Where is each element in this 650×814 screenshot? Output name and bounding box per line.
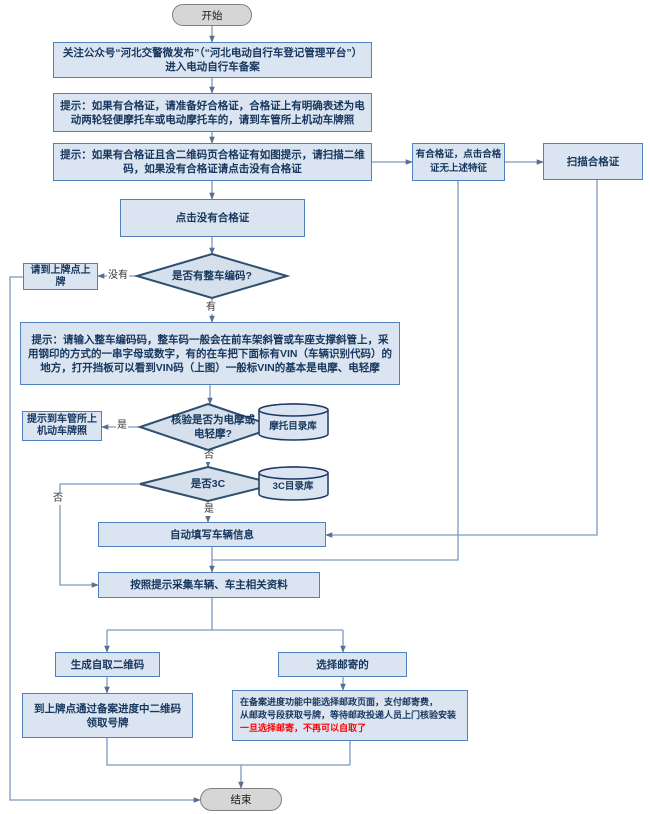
step-collect-info: 按照提示采集车辆、车主相关资料 [98, 572, 320, 598]
step-tip-certificate: 提示：如果有合格证，请准备好合格证，合格证上有明确表述为电动两轮轻便摩托车或电动… [53, 93, 372, 132]
database-motorcycle-catalog-label: 摩托目录库 [269, 421, 317, 432]
start-terminal: 开始 [172, 4, 252, 26]
step-tip-motor-plate: 提示到车管所上机动车牌照 [22, 411, 102, 441]
decision-has-vehicle-code-label: 是否有整车编码? [172, 270, 252, 282]
step-tip-qrcode: 提示：如果有合格证且含二维码页合格证有如图提示，请扫描二维码，如果没有合格证请点… [53, 143, 372, 181]
edge-scan-to-auto-fill [325, 180, 598, 538]
step-has-cert-no-feature: 有合格证，点击合格证无上述特征 [412, 143, 505, 181]
edge-label-3c-yes: 是 [203, 504, 215, 516]
step-click-no-certificate: 点击没有合格证 [120, 199, 305, 237]
mail-detail-line: 在备案进度功能中能选择邮政页面，支付邮寄费， [240, 697, 439, 707]
step-scan-certificate: 扫描合格证 [543, 143, 643, 180]
step-pickup-plate: 到上牌点通过备案进度中二维码领取号牌 [22, 693, 193, 738]
decision-is-3c-label: 是否3C [190, 478, 226, 490]
step-auto-fill: 自动填写车辆信息 [98, 522, 326, 547]
decision-is-3c [139, 465, 277, 503]
step-generate-qrcode: 生成自取二维码 [55, 652, 160, 677]
step-choose-mail: 选择邮寄的 [278, 652, 407, 677]
mail-detail-line: 从邮政号段获取号牌，等待邮政投递人员上门核验安装 [240, 710, 457, 720]
end-terminal: 结束 [200, 788, 282, 811]
step-follow-account: 关注公众号“河北交警微发布”（“河北电动自行车登记管理平台”）进入电动自行车备案 [53, 42, 372, 78]
edge-3c-no [59, 483, 140, 588]
edge-label-has-code: 有 [205, 302, 217, 314]
decision-is-motorcycle-label: 核验是否为电摩或电轻摩? [171, 414, 255, 440]
edge-label-no-code: 没有 [107, 270, 129, 282]
edge-has-cert-to-collect [212, 181, 459, 561]
edge-label-3c-no: 否 [52, 493, 64, 505]
database-3c-catalog [258, 466, 329, 501]
database-3c-catalog-label: 3C目录库 [272, 481, 314, 492]
edge-label-motorcycle-no: 否 [203, 450, 215, 462]
step-go-plate-point: 请到上牌点上牌 [23, 263, 98, 290]
database-motorcycle-catalog [258, 403, 329, 441]
edge-merge-lines [106, 738, 351, 766]
step-tip-vehicle-code: 提示：请输入整车编码码，整车码一般会在前车架斜管或车座支撑斜管上，采用钢印的方式… [20, 322, 400, 385]
edge-plate-point-to-end [9, 276, 201, 803]
edge-label-motorcycle-yes: 是 [116, 420, 128, 432]
decision-has-vehicle-code [133, 252, 291, 300]
mail-warning: 一旦选择邮寄，不再可以自取了 [240, 723, 367, 733]
edge-collect-split [107, 598, 343, 631]
step-mail-detail: 在备案进度功能中能选择邮政页面，支付邮寄费， 从邮政号段获取号牌，等待邮政投递人… [232, 690, 468, 741]
